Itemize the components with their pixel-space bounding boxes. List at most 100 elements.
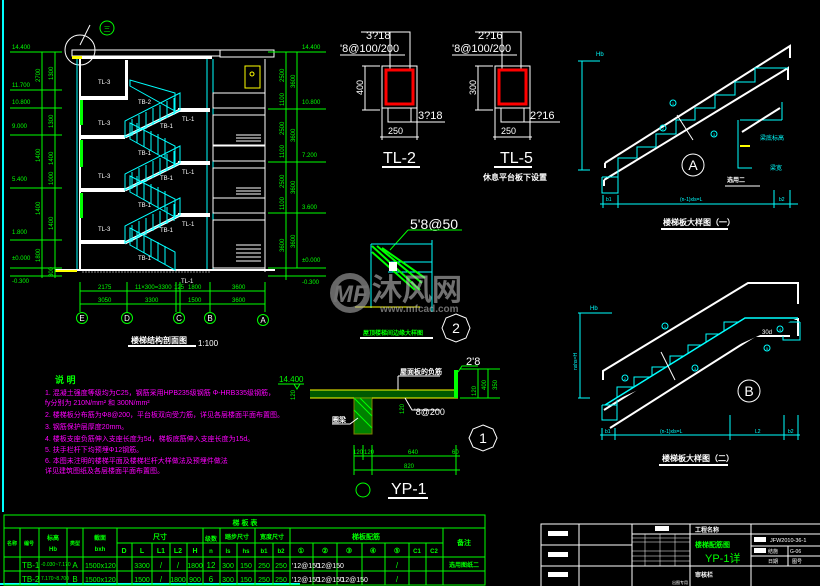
drawing-label: TL-5 [500, 150, 533, 167]
drawing-label: 1500 [134, 577, 150, 584]
drawing-linework [500, 108, 560, 123]
drawing-label: 3300 [145, 298, 159, 304]
drawing-label: B [207, 314, 212, 323]
drawing-label: D [121, 548, 126, 555]
drawing-linework [310, 390, 456, 398]
drawing-label: A [688, 157, 698, 173]
drawing-label: TL-3 [98, 227, 111, 233]
drawing-label: (n-1)xls=L [680, 197, 703, 203]
drawing-label: 2?16 [530, 110, 554, 122]
drawing-label: / [177, 561, 180, 570]
drawing-label: www.mfcad.com [379, 304, 459, 315]
detail-callout-leader [79, 24, 91, 46]
drawing-label: 640 [408, 450, 419, 456]
drawing-label: 2 [662, 126, 665, 131]
drawing-label: 1400 [36, 201, 42, 215]
drawing-label: 250 [275, 577, 287, 584]
drawing-label: fy分别为 210N/mm² 和 300N/mm² [45, 398, 150, 407]
notes-title: 说 明 [55, 374, 76, 385]
drawing-linework [494, 65, 531, 109]
drawing-label: 6. 本图未注明的楼梯平面及楼梯栏杆大样做法及预埋件做法 [45, 456, 228, 465]
drawing-label: '8@200 [414, 407, 445, 417]
drawing-label: TL-1 [181, 279, 194, 285]
drawing-label: 结施 [768, 548, 778, 555]
drawing-label: 类型 [70, 540, 80, 547]
drawing-linework [353, 445, 460, 475]
drawing-label: ③ [346, 547, 352, 555]
drawing-label: '12@150 [292, 577, 320, 584]
drawing-label: L [140, 548, 145, 555]
drawing-label: TL-2 [383, 150, 416, 167]
drawing-label: YP-1 [391, 481, 427, 498]
drawing-label: 1100 [280, 196, 286, 210]
drawing-label: A [260, 316, 266, 325]
drawing-label: 1. 混凝土强度等级均为C25，钢筋采用HPB235级钢筋 Φ-HRB335级钢… [45, 388, 275, 397]
drawing-label: 9.000 [12, 124, 28, 130]
drawing-label: 出图专用 [672, 579, 688, 585]
drawing-label: 1 [664, 324, 667, 329]
drawing-label: TB-1 [138, 256, 152, 262]
drawing-label: 尺寸 [152, 532, 167, 541]
drawing-label: TB-1 [160, 176, 174, 182]
drawing-label: b2 [277, 549, 285, 555]
drawing-label: 2 [624, 376, 627, 381]
drawing-linework [602, 282, 799, 380]
drawing-linework [173, 312, 185, 324]
drawing-label: TB-1 [160, 228, 174, 234]
beam-tl2-detail: 3?18 '8@100/200 400 3?18 250 TL-2 [340, 30, 445, 168]
drawing-label: / [160, 575, 163, 584]
drawing-label: TB-1 [22, 561, 40, 570]
drawing-linework [602, 67, 788, 178]
drawing-label: / [396, 575, 399, 584]
drawing-label: YP-1详 [705, 551, 740, 565]
drawing-linework [124, 145, 181, 191]
drawing-label: 3600 [232, 298, 246, 304]
ground-edge [55, 270, 77, 272]
drawing-linework [131, 98, 175, 136]
drawing-label: 300 [49, 266, 55, 277]
drawing-linework [136, 176, 166, 211]
drawing-label: TB-1 [138, 203, 152, 209]
stair-slab-detail-a: Hb 梁底标高 梁宽 1 2 3 A 选用二 b1 (n-1)xls=L b2 … [578, 44, 798, 230]
drawing-label: 2 [452, 320, 460, 336]
drawing-label: ② [322, 547, 328, 555]
window-e-2 [80, 140, 83, 167]
drawing-linework [475, 65, 493, 111]
stair-section-drawing: 三 [10, 20, 326, 348]
drawing-label: -0.300 [302, 280, 320, 286]
roof-beam [82, 56, 212, 59]
right-elevations: 14.400 10.800 7.200 3.600 ±0.000 -0.300 … [268, 45, 326, 286]
drawing-linework [740, 145, 750, 147]
drawing-label: L2 [174, 548, 182, 555]
drawing-linework [475, 31, 522, 70]
window-e-3 [80, 193, 83, 218]
drawing-linework [124, 197, 181, 244]
drawing-label: ±0.000 [302, 258, 321, 264]
drawing-label: 10.800 [302, 100, 321, 106]
drawing-linework [754, 548, 766, 553]
drawing-linework [212, 145, 266, 162]
drawing-linework [129, 175, 176, 218]
right-rooms [212, 65, 266, 269]
drawing-label: '8@100/200 [452, 43, 511, 55]
drawing-linework [548, 531, 568, 536]
drawing-label: 2?16 [478, 30, 502, 42]
drawing-linework [601, 177, 619, 194]
drawing-label: TL-1 [182, 117, 195, 123]
drawing-label: -0.030~7.170 [41, 562, 71, 568]
drawing-label: 300 [222, 577, 234, 584]
drawing-label: 2500 [280, 121, 286, 135]
drawing-label: 梁宽 [770, 164, 782, 172]
drawing-label: 3050 [98, 298, 112, 304]
drawing-linework [212, 114, 266, 146]
drawing-linework [389, 262, 397, 271]
roof-edge [72, 56, 82, 59]
drawing-linework [355, 482, 371, 498]
drawing-label: 1300 [49, 66, 55, 80]
drawing-label: 备注 [456, 538, 471, 547]
drawing-label: 屋面板的负筋 [400, 367, 442, 376]
drawing-linework [776, 325, 784, 333]
drawing-label: 60 [452, 450, 459, 456]
drawing-linework [669, 99, 677, 107]
drawing-linework [236, 134, 261, 262]
